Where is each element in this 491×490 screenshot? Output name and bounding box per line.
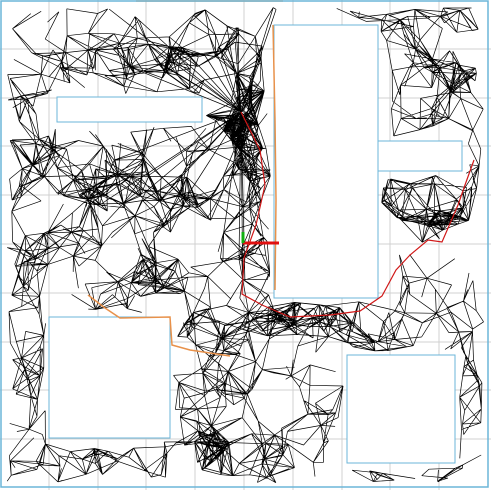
obstacle-room-bottom-right bbox=[346, 354, 456, 464]
obstacle-bar-upper-left bbox=[56, 96, 203, 123]
axis-marker bbox=[241, 232, 279, 245]
obstacle-room-top-center bbox=[273, 24, 379, 299]
obstacle-room-bottom-left bbox=[48, 316, 171, 439]
obstacle-bar-right bbox=[377, 140, 463, 172]
roadmap-edges bbox=[6, 7, 484, 484]
start-tree-vertical-branch bbox=[272, 24, 277, 291]
obstacles bbox=[48, 24, 463, 464]
start-tree-left-branch bbox=[87, 294, 231, 357]
roadmap-edge bbox=[6, 7, 484, 484]
planned-path bbox=[240, 111, 475, 318]
